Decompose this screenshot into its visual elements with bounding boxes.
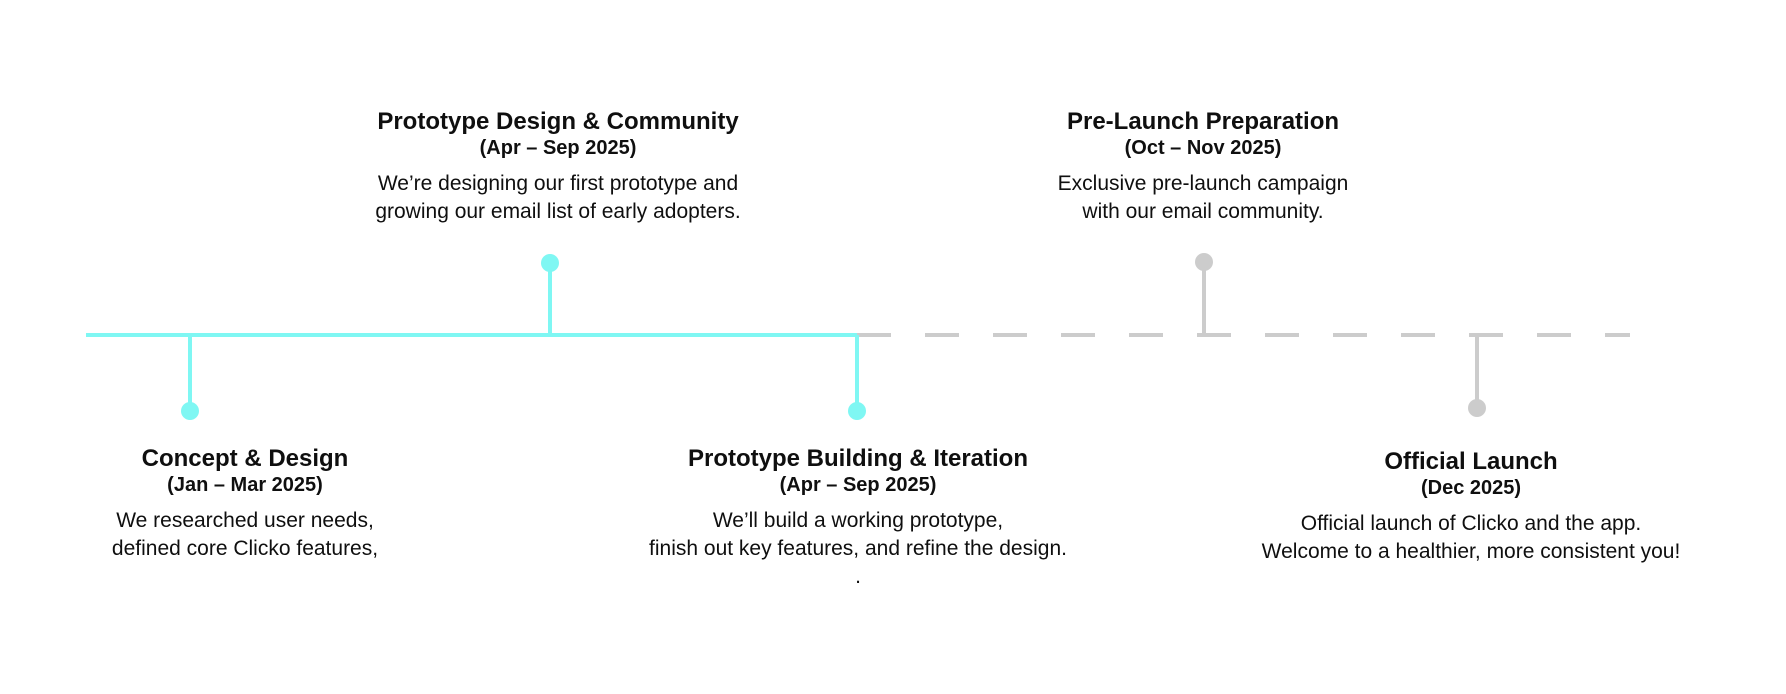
milestone-title: Prototype Design & Community bbox=[377, 108, 739, 135]
milestone-period: (Apr – Sep 2025) bbox=[779, 474, 937, 496]
milestone-description: We’re designing our first prototype and … bbox=[375, 170, 740, 226]
milestone-concept-design: Concept & Design (Jan – Mar 2025) We res… bbox=[112, 445, 378, 563]
milestone-marker-prototype-building bbox=[848, 402, 866, 420]
milestone-official-launch: Official Launch (Dec 2025) Official laun… bbox=[1262, 448, 1681, 566]
milestone-marker-pre-launch bbox=[1195, 253, 1213, 271]
milestone-period: (Oct – Nov 2025) bbox=[1124, 137, 1282, 159]
milestone-description-line: We researched user needs, bbox=[116, 509, 374, 532]
milestone-description: Exclusive pre-launch campaign with our e… bbox=[1058, 170, 1349, 226]
milestone-description-line: defined core Clicko features, bbox=[111, 537, 379, 560]
milestone-title: Pre-Launch Preparation bbox=[1066, 108, 1340, 135]
milestone-description-line: We’re designing our first prototype and bbox=[377, 172, 739, 195]
milestone-description: We researched user needs, defined core C… bbox=[112, 507, 378, 563]
milestone-marker-concept bbox=[181, 402, 199, 420]
milestone-description-line: Welcome to a healthier, more consistent … bbox=[1261, 540, 1681, 563]
milestone-prototype-design-community: Prototype Design & Community (Apr – Sep … bbox=[375, 108, 740, 226]
milestone-description-line: growing our email list of early adopters… bbox=[375, 200, 741, 223]
milestone-description-line: We’ll build a working prototype, bbox=[712, 509, 1004, 532]
milestone-title: Concept & Design bbox=[141, 445, 349, 472]
milestone-prototype-building-iteration: Prototype Building & Iteration (Apr – Se… bbox=[649, 445, 1067, 591]
milestone-description: Official launch of Clicko and the app. W… bbox=[1262, 510, 1681, 566]
milestone-title: Official Launch bbox=[1384, 448, 1558, 475]
milestone-period: (Dec 2025) bbox=[1420, 477, 1522, 499]
milestone-period: (Jan – Mar 2025) bbox=[167, 474, 323, 496]
milestone-marker-prototype-design bbox=[541, 254, 559, 272]
milestone-period: (Apr – Sep 2025) bbox=[479, 137, 637, 159]
milestone-description-line: with our email community. bbox=[1082, 200, 1324, 223]
milestone-description-line: Official launch of Clicko and the app. bbox=[1300, 512, 1642, 535]
milestone-marker-official-launch bbox=[1468, 399, 1486, 417]
milestone-title: Prototype Building & Iteration bbox=[688, 445, 1028, 472]
milestone-description-line: finish out key features, and refine the … bbox=[649, 537, 1067, 560]
milestone-description-line: . bbox=[855, 565, 861, 588]
milestone-description-line: Exclusive pre-launch campaign bbox=[1057, 172, 1349, 195]
milestone-description: We’ll build a working prototype, finish … bbox=[649, 507, 1067, 591]
milestone-pre-launch-preparation: Pre-Launch Preparation (Oct – Nov 2025) … bbox=[1058, 108, 1349, 226]
